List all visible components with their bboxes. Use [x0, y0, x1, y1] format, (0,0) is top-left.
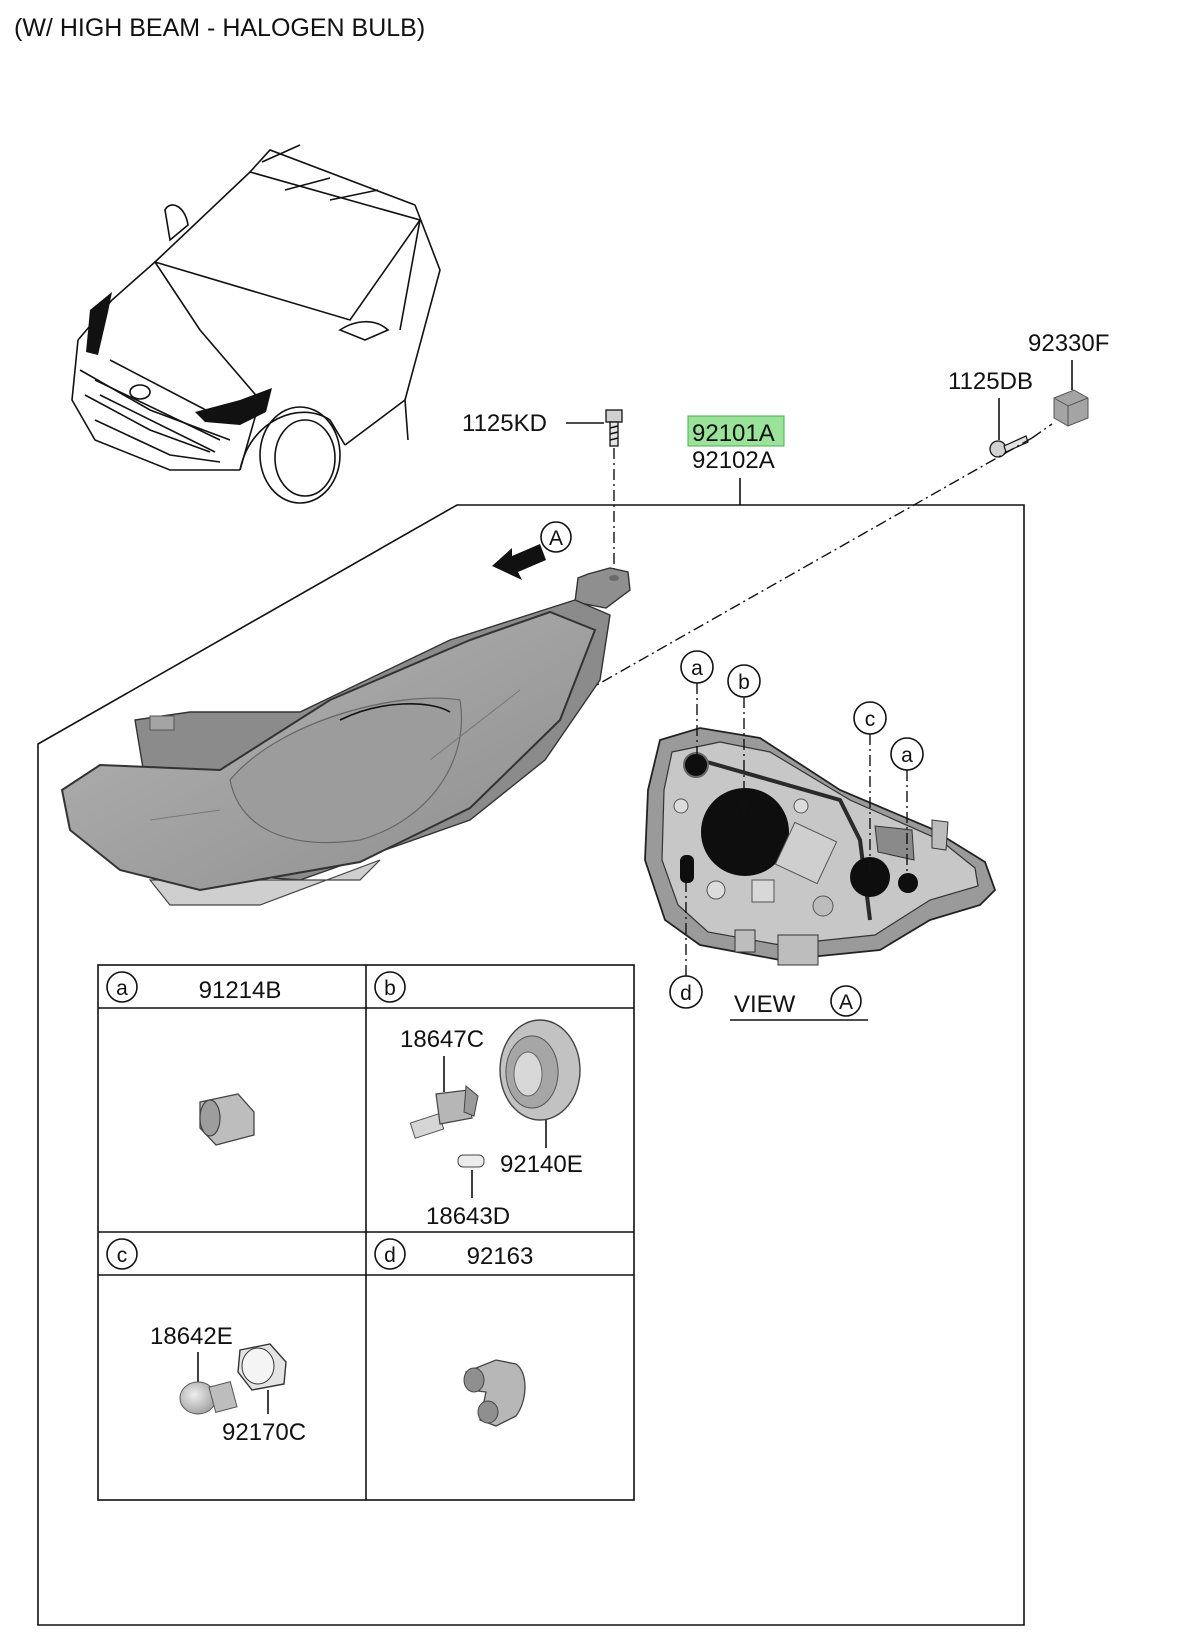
- view-label-d: d: [669, 872, 703, 1009]
- svg-text:a: a: [901, 744, 913, 767]
- callout-92102A[interactable]: 92102A: [692, 447, 775, 474]
- svg-text:c: c: [117, 1244, 128, 1267]
- callout-1125DB: 1125DB: [948, 368, 1033, 395]
- view-title-badge: [830, 985, 862, 1017]
- part-92170C[interactable]: 92170C: [222, 1419, 306, 1446]
- svg-text:a: a: [116, 977, 128, 1000]
- amber-bulb-icon: [179, 1380, 238, 1415]
- view-label-a-1: a: [680, 650, 714, 760]
- screw-1125DB-dashline: [587, 437, 1033, 691]
- svg-text:d: d: [384, 1244, 396, 1267]
- callout-92101A[interactable]: 92101A: [692, 420, 775, 447]
- socket-cap-icon: [199, 1093, 255, 1146]
- view-title-letter: A: [839, 991, 853, 1014]
- view-label-c: c: [853, 701, 887, 872]
- bolt-1125KD-icon: [605, 409, 623, 447]
- svg-text:b: b: [384, 977, 396, 1000]
- car-headlamp-right-marker: [195, 388, 272, 425]
- svg-text:b: b: [738, 671, 750, 694]
- part-18642E[interactable]: 18642E: [150, 1323, 233, 1350]
- elbow-boot-icon: [463, 1359, 526, 1427]
- highlight-box: [687, 415, 785, 447]
- headlamp-assembly[interactable]: [60, 567, 631, 906]
- view-arrow-letter: A: [549, 527, 563, 550]
- callout-1125KD: 1125KD: [462, 410, 547, 437]
- part-91214B[interactable]: 91214B: [199, 977, 282, 1004]
- view-arrow-badge: [540, 521, 572, 553]
- table-cell-c: c 18642E 92170C: [106, 1238, 306, 1446]
- table-cell-a: a 91214B: [106, 971, 282, 1146]
- table-cell-b: b 18647C 92140E 18643D: [374, 971, 583, 1230]
- view-label-b: b: [727, 664, 761, 828]
- parts-table: [97, 964, 635, 1501]
- table-cell-d: d 92163: [374, 1238, 534, 1427]
- svg-text:d: d: [680, 982, 692, 1005]
- view-label-a-2: a: [890, 737, 924, 880]
- assembly-border: [37, 504, 1025, 1626]
- view-title: VIEW: [734, 991, 796, 1018]
- screw-1125DB-icon: [989, 435, 1029, 458]
- view-arrow-icon: [492, 544, 546, 580]
- small-bulb-icon: [457, 1154, 485, 1168]
- halogen-bulb-icon: [409, 1084, 479, 1139]
- screw-clip-dashline: [1031, 423, 1053, 439]
- callout-92330F: 92330F: [1028, 330, 1109, 357]
- page-title: (W/ HIGH BEAM - HALOGEN BULB): [14, 14, 425, 42]
- svg-text:c: c: [865, 708, 876, 731]
- view-a-drawing: [644, 727, 997, 966]
- bulb-socket-icon: [237, 1343, 287, 1391]
- part-18647C[interactable]: 18647C: [400, 1026, 484, 1053]
- dust-cover-icon: [499, 1019, 581, 1121]
- part-92140E[interactable]: 92140E: [500, 1151, 583, 1178]
- car-headlamp-left-marker: [86, 292, 112, 355]
- clip-92330F-icon: [1053, 389, 1089, 427]
- part-18643D[interactable]: 18643D: [426, 1203, 510, 1230]
- part-92163[interactable]: 92163: [467, 1243, 534, 1270]
- svg-text:a: a: [691, 657, 703, 680]
- car-illustration: [71, 144, 441, 504]
